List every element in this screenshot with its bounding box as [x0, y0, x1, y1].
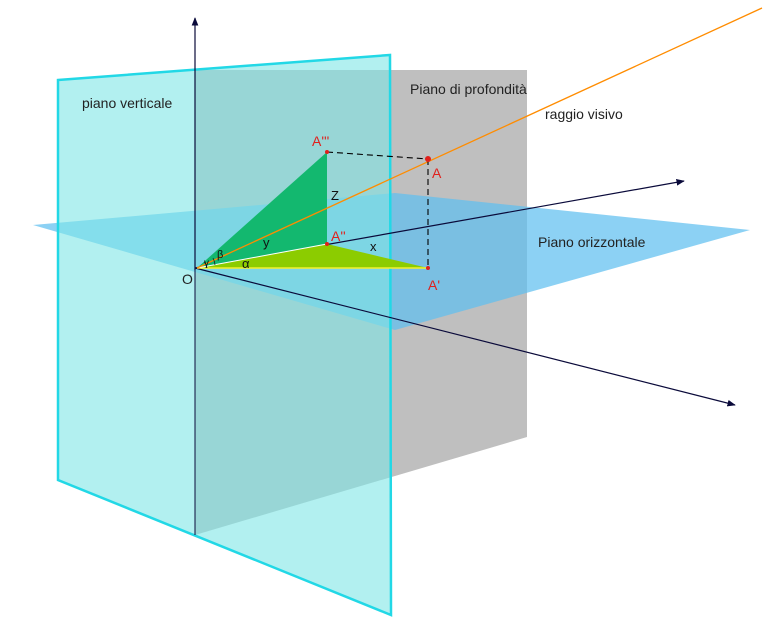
alpha-label: α — [242, 256, 250, 271]
point-a-third-label: A''' — [312, 133, 329, 149]
point-a-second-marker — [325, 242, 329, 246]
triangle-upper — [197, 152, 327, 268]
vertical-plane — [56, 53, 393, 617]
segment-o-a-second — [196, 243, 328, 269]
point-a-prime-label: A' — [428, 277, 440, 293]
origin-label: O — [182, 271, 193, 287]
dashed-a-third-to-a — [326, 151, 429, 160]
point-a-prime-marker — [426, 266, 430, 270]
visual-ray-label: raggio visivo — [545, 106, 623, 122]
angle-arc-gamma — [203, 261, 208, 269]
x-variable-label: x — [370, 239, 377, 254]
vertical-plane-label: piano verticale — [82, 95, 172, 111]
horizontal-plane-label: Piano orizzontale — [538, 234, 646, 250]
y-variable-label: y — [263, 235, 270, 250]
point-a-second-label: A'' — [331, 228, 346, 244]
point-a-label: A — [432, 165, 442, 181]
gamma-label: γ — [204, 258, 209, 269]
visual-ray-line — [196, 7, 763, 269]
depth-plane-label: Piano di profondità — [410, 81, 527, 97]
point-a-marker — [425, 156, 431, 162]
point-a-third-marker — [325, 150, 329, 154]
x-axis — [194, 267, 736, 407]
angle-arc-beta — [212, 257, 216, 266]
triangle-lower — [197, 244, 428, 268]
beta-label: β — [217, 249, 223, 261]
z-variable-label: Z — [331, 188, 339, 203]
